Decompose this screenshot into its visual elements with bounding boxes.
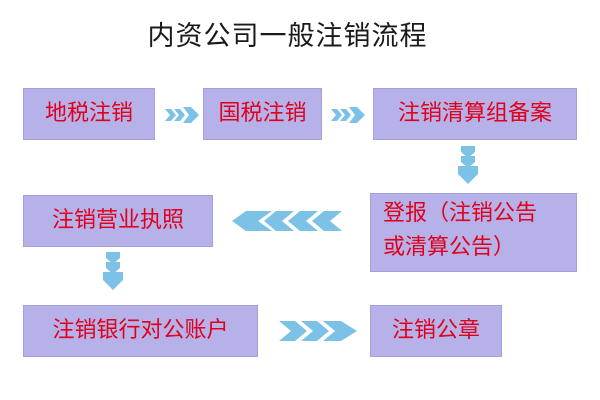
step-label: 地税注销 [44,101,133,126]
step-national-tax-cancellation: 国税注销 [203,88,322,140]
step-newspaper-notice: 登报（注销公告 或清算公告） [370,193,577,272]
arrow-left-icon [232,211,342,231]
step-label: 登报（注销公告 [383,201,538,226]
arrow-right-icon [279,321,357,341]
arrow-down-icon [103,252,123,290]
step-label: 注销营业执照 [51,208,184,233]
diagram-title: 内资公司一般注销流程 [147,21,428,52]
step-liquidation-group-filing: 注销清算组备案 [373,88,577,140]
step-label: 注销公章 [391,318,480,343]
step-cancel-company-seal: 注销公章 [370,305,502,357]
step-local-tax-cancellation: 地税注销 [23,88,155,140]
step-label: 国税注销 [218,101,307,126]
step-cancel-corporate-bank-account: 注销银行对公账户 [23,305,258,357]
arrow-right-icon [165,107,199,123]
step-cancel-business-license: 注销营业执照 [23,195,213,247]
step-label-line2: 或清算公告） [383,235,516,260]
arrow-right-icon [331,107,365,123]
step-label: 注销清算组备案 [397,101,552,126]
arrow-down-icon [458,146,478,184]
step-label: 注销银行对公账户 [52,318,229,343]
